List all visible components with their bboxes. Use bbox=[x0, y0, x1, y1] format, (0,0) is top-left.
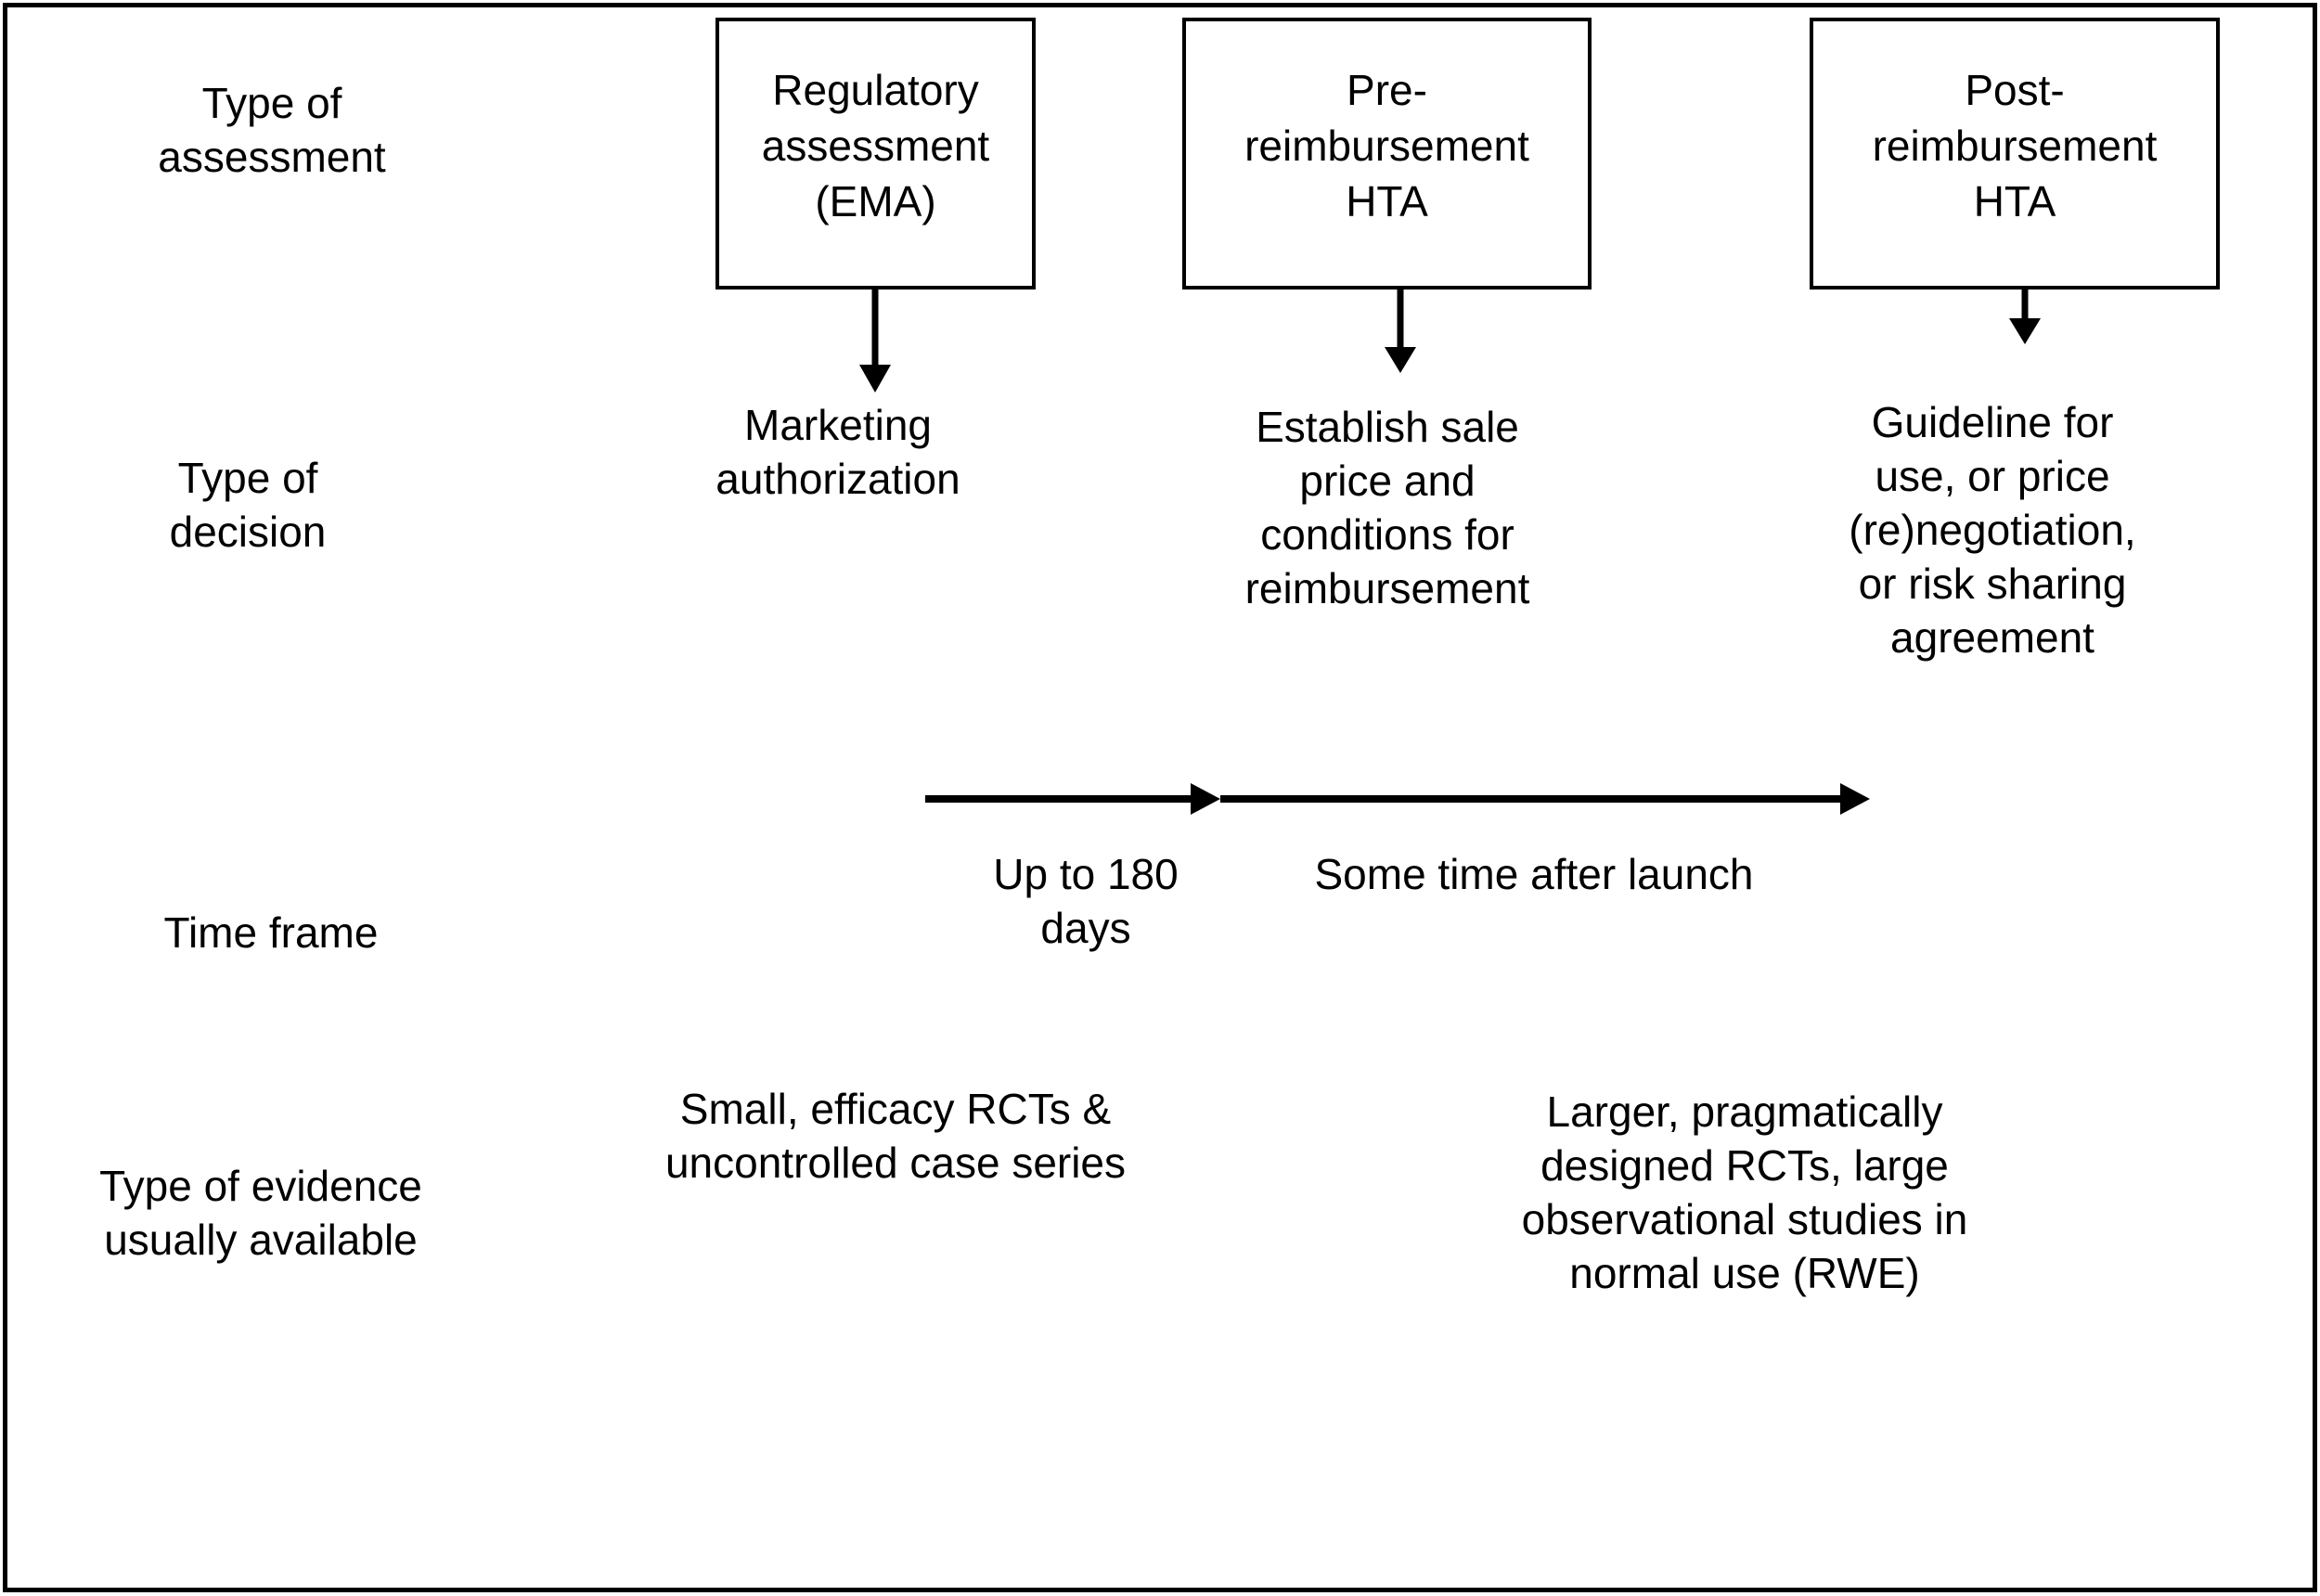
evidence-text-post-launch: Larger, pragmatically designed RCTs, lar… bbox=[1521, 1088, 1968, 1297]
decision-text-regulatory: Marketing authorization bbox=[715, 401, 960, 503]
row-label-time-frame: Time frame bbox=[163, 908, 379, 957]
evidence-text-pre-launch: Small, efficacy RCTs & uncontrolled case… bbox=[664, 1085, 1127, 1187]
down-arrow-regulatory-icon bbox=[859, 290, 891, 393]
timeline-arrow-icon bbox=[925, 783, 1870, 815]
assessment-box-regulatory: Regulatory assessment (EMA) bbox=[715, 18, 1036, 290]
row-label-type-of-evidence: Type of evidence usually available bbox=[99, 1162, 422, 1264]
assessment-box-post-reimbursement-title: Post- reimbursement HTA bbox=[1872, 66, 2158, 225]
assessment-box-post-reimbursement: Post- reimbursement HTA bbox=[1810, 18, 2220, 290]
timeline-label-some-time-after-launch: Some time after launch bbox=[1314, 850, 1754, 898]
decision-text-pre-reimbursement: Establish sale price and conditions for … bbox=[1244, 403, 1530, 612]
assessment-box-regulatory-title: Regulatory assessment (EMA) bbox=[761, 66, 990, 225]
decision-text-post-reimbursement: Guideline for use, or price (re)negotiat… bbox=[1849, 398, 2136, 662]
down-arrow-post-reimbursement-icon bbox=[2009, 290, 2041, 344]
row-label-type-of-decision: Type of decision bbox=[169, 454, 327, 556]
timeline-label-up-to-180-days: Up to 180 days bbox=[993, 850, 1179, 952]
assessment-box-pre-reimbursement: Pre- reimbursement HTA bbox=[1182, 18, 1592, 290]
row-label-type-of-assessment: Type of assessment bbox=[158, 79, 386, 181]
assessment-box-pre-reimbursement-title: Pre- reimbursement HTA bbox=[1244, 66, 1529, 225]
down-arrow-pre-reimbursement-icon bbox=[1385, 290, 1416, 373]
